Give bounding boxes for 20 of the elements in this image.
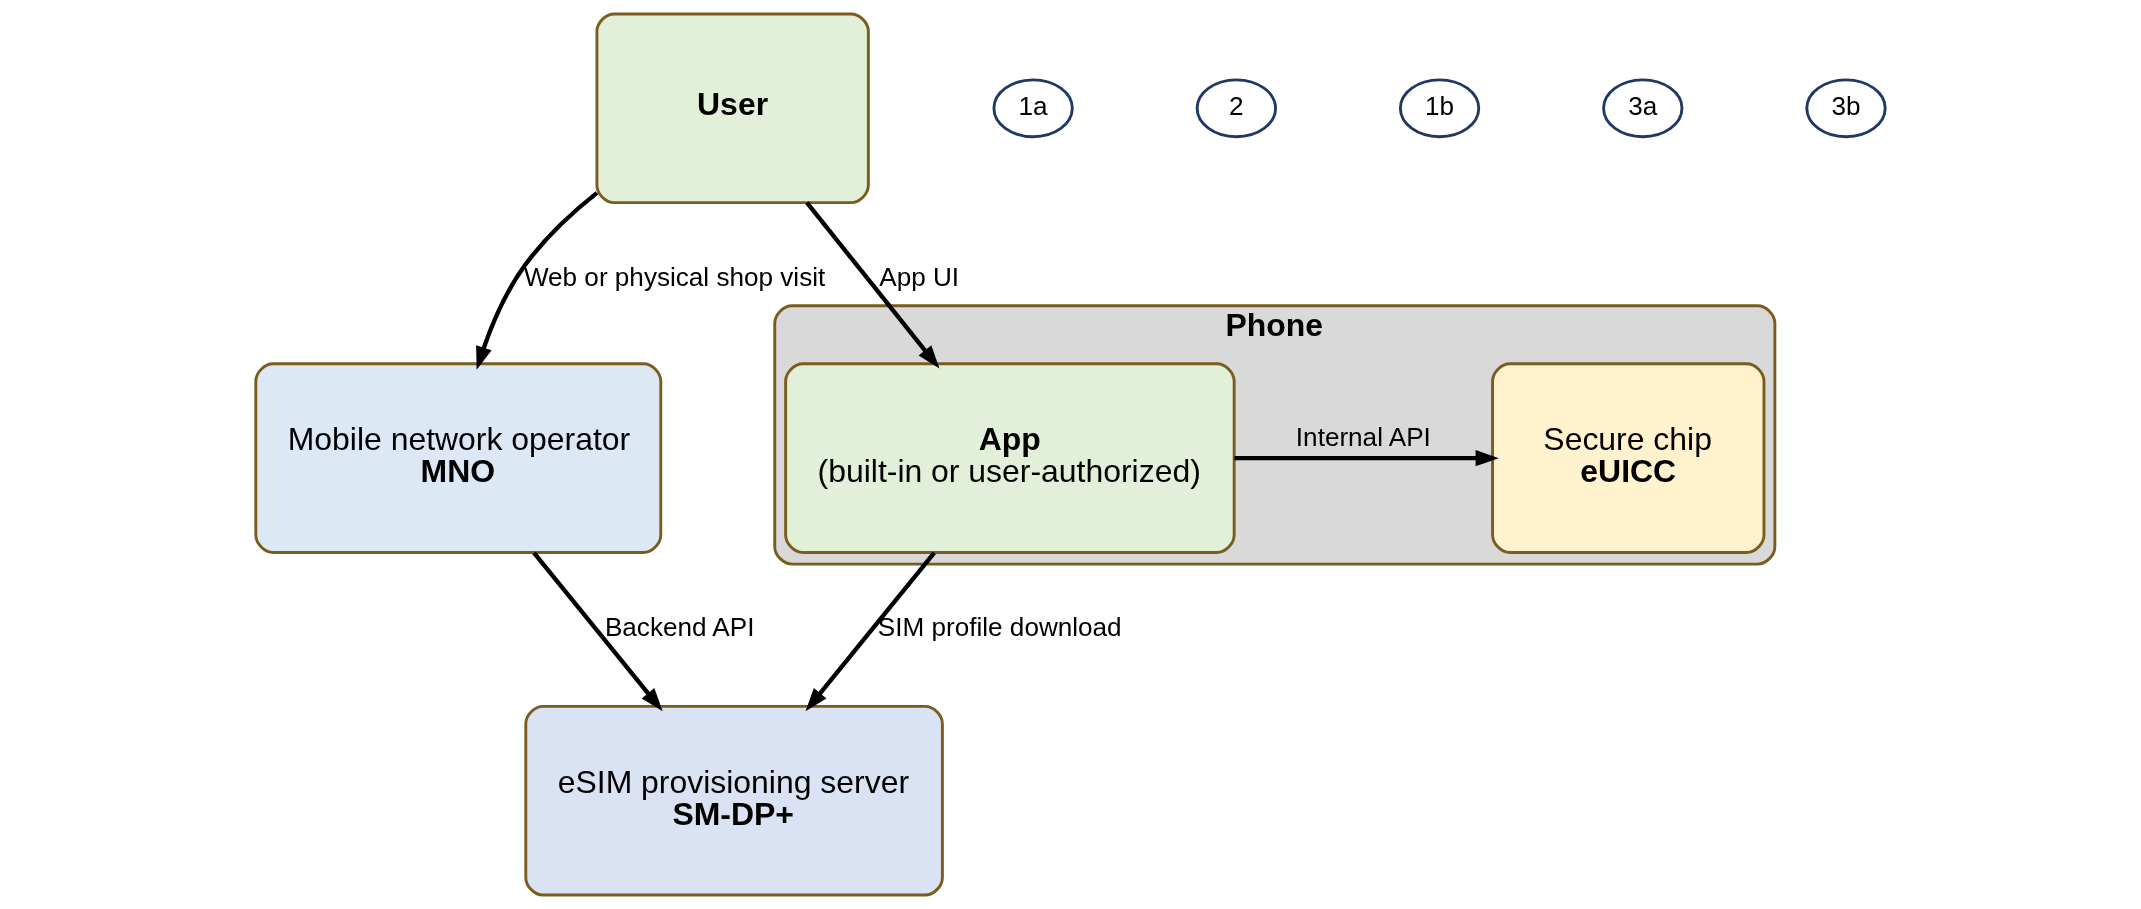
- node-box: Secure chip eUICC: [1491, 362, 1766, 554]
- edge-label: Internal API: [1295, 421, 1431, 452]
- node-box: App (built-in or user-authorized): [784, 362, 1236, 554]
- edge-label: Backend API: [604, 611, 755, 642]
- node-box: User: [595, 12, 870, 205]
- edge-label: App UI: [879, 261, 960, 292]
- node-box: eSIM provisioning server SM-DP+: [524, 704, 944, 897]
- node-ellipse: 1a: [992, 78, 1074, 139]
- arrow: [1234, 450, 1499, 467]
- arrow: [532, 551, 663, 712]
- node-box: Mobile network operator MNO: [254, 362, 663, 554]
- node-ellipse: 3a: [1602, 78, 1684, 139]
- node-ellipse: 3b: [1805, 78, 1887, 139]
- node-ellipse: 2: [1195, 78, 1277, 139]
- arrow: [476, 191, 599, 370]
- arrow: [805, 201, 940, 369]
- node-ellipse: 1b: [1398, 78, 1481, 139]
- edge-label: Web or physical shop visit: [523, 261, 826, 292]
- edge-label: SIM profile download: [877, 611, 1122, 642]
- arrow: [805, 551, 936, 712]
